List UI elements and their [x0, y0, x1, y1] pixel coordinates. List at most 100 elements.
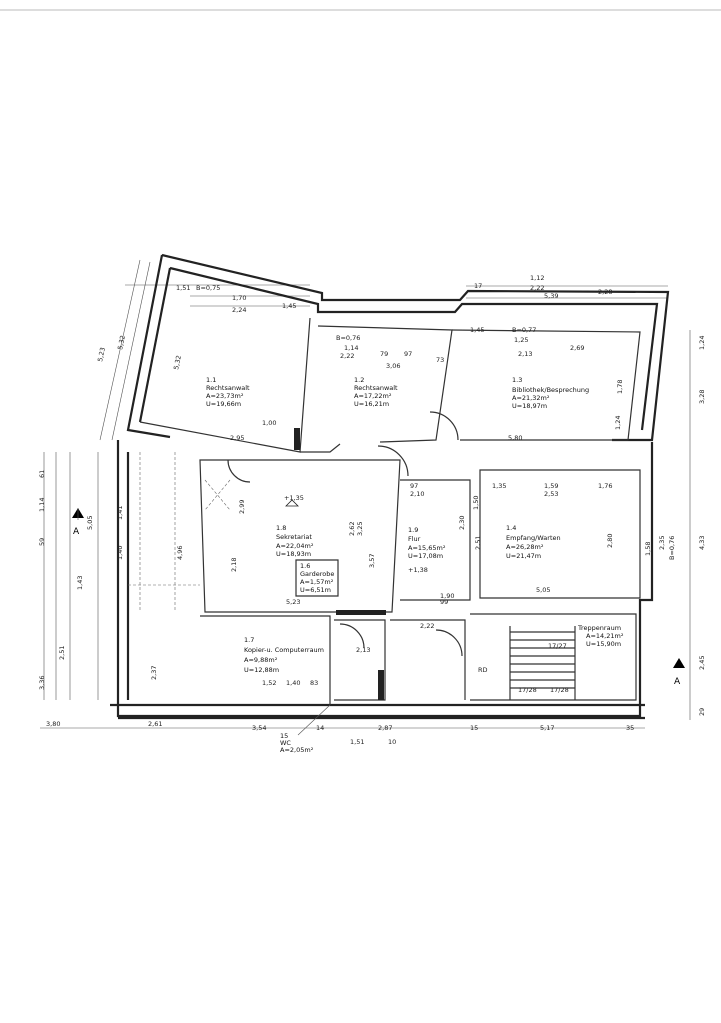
door-swings — [227, 411, 463, 700]
dim-top-1: 1,51 — [176, 284, 190, 292]
room-1-9-area: A=15,65m² — [408, 544, 446, 552]
dim-int-17: 1,40 — [286, 679, 300, 687]
room-1-7-name: Kopier-u. Computerraum — [244, 646, 324, 654]
dim-left-10: 2,51 — [58, 646, 66, 660]
section-arrow-right-icon — [673, 658, 685, 668]
room-1-6-perimeter: U=6,51m — [300, 586, 331, 594]
dim-left-2: 5,32 — [116, 335, 127, 351]
room-stair-name: Treppenraum — [577, 624, 621, 632]
dim-int-9: 2,18 — [230, 558, 238, 572]
dim-top-5: 17 — [474, 282, 482, 290]
dim-top-7: 2,22 — [530, 284, 544, 292]
stair-label-2: 17/28 — [518, 686, 537, 694]
room-1-3-number: 1.3 — [512, 376, 522, 384]
dim-top-2: 1,70 — [232, 294, 246, 302]
dim-int-26: 2,35 — [658, 536, 666, 550]
dim-top-17: 79 — [380, 350, 388, 358]
dim-top-16: 2,22 — [340, 352, 354, 360]
room-1-3-area: A=21,32m² — [512, 394, 550, 402]
dim-top-14: 5,80 — [508, 434, 522, 442]
interior-walls — [128, 317, 641, 705]
dim-top-15: 1,14 — [344, 344, 358, 352]
dim-right-3: 29 — [698, 708, 706, 716]
room-labels: 1.1 Rechtsanwalt A=23,73m² U=19,66m 1.2 … — [206, 376, 624, 754]
dim-int-8: 2,99 — [238, 500, 246, 514]
dim-int-25: 1,58 — [644, 542, 652, 556]
dim-bottom-6: 15 — [470, 724, 478, 732]
room-1-2-name: Rechtsanwalt — [354, 384, 398, 392]
dim-right-2: 2,45 — [698, 656, 706, 670]
room-1-1-perimeter: U=19,66m — [206, 400, 241, 408]
dim-top-12: 2,13 — [518, 350, 532, 358]
room-1-9-number: 1.9 — [408, 526, 418, 534]
label-window-2: B=0,76 — [336, 334, 360, 342]
room-1-1-area: A=23,73m² — [206, 392, 244, 400]
room-wc-name: WC — [280, 739, 291, 747]
dim-top-9: 2,28 — [598, 288, 612, 296]
room-1-4-name: Empfang/Warten — [506, 534, 561, 542]
dim-int-13: 5,23 — [286, 598, 300, 606]
label-window-4: B=0,76 — [668, 536, 676, 560]
dim-top-6: 1,12 — [530, 274, 544, 282]
dim-top-8: 5,39 — [544, 292, 558, 300]
dim-top-18: 97 — [404, 350, 412, 358]
dim-int-22: 2,22 — [420, 622, 434, 630]
dim-left-7: 1,40 — [116, 546, 124, 560]
section-mark-left: A — [73, 527, 80, 537]
dim-bottom-5: 2,87 — [378, 724, 392, 732]
dim-left-11: 61 — [38, 470, 46, 478]
room-1-2-area: A=17,22m² — [354, 392, 392, 400]
section-marks: A A — [72, 508, 685, 687]
dim-left-1: 5,23 — [96, 347, 107, 363]
room-1-1-name: Rechtsanwalt — [206, 384, 250, 392]
dimensions-bottom: 3,80 2,61 3,54 14 2,87 15 5,17 35 1,51 1… — [46, 720, 634, 746]
level-sekretariat: +1,35 — [284, 494, 304, 502]
stairs: 17/27 17/28 17/28 — [509, 626, 576, 700]
dim-top-10: 1,45 — [470, 326, 484, 334]
dim-int-21: 1,90 — [440, 592, 454, 600]
dim-int-5: 2,80 — [606, 534, 614, 548]
dim-bottom-10: 10 — [388, 738, 396, 746]
room-1-2-number: 1.2 — [354, 376, 364, 384]
dim-left-5: 5,05 — [86, 516, 94, 530]
dim-int-24: 1,50 — [472, 496, 480, 510]
dim-right-5: 1,24 — [698, 336, 706, 350]
dim-left-4: 4,96 — [176, 546, 184, 560]
room-1-7-area: A=9,88m² — [244, 656, 278, 664]
room-1-1-number: 1.1 — [206, 376, 216, 384]
dim-right-1: 4,33 — [698, 536, 706, 550]
dim-int-10: 2,62 — [348, 522, 356, 536]
dim-top-4: 1,45 — [282, 302, 296, 310]
dim-int-14: 2,95 — [230, 434, 244, 442]
level-flur: +1,38 — [408, 566, 428, 574]
room-wc-number: 15 — [280, 732, 288, 740]
level-triangle-icon — [285, 499, 299, 507]
dim-bottom-7: 5,17 — [540, 724, 554, 732]
dim-right-4: 3,28 — [698, 390, 706, 404]
dim-int-7: 2,30 — [458, 516, 466, 530]
section-mark-right: A — [674, 677, 681, 687]
room-1-4-area: A=26,28m² — [506, 543, 544, 551]
dim-int-23: 2,51 — [474, 536, 482, 550]
dim-int-6: 5,05 — [536, 586, 550, 594]
dim-left-6: 1,41 — [116, 506, 124, 520]
dim-left-9: 2,37 — [150, 666, 158, 680]
dim-left-14: 3,36 — [38, 676, 46, 690]
dim-int-19: 2,13 — [356, 646, 370, 654]
dim-int-27: 1,78 — [616, 380, 624, 394]
room-1-4-number: 1.4 — [506, 524, 516, 532]
room-1-9-name: Flur — [408, 535, 421, 543]
room-1-9-perimeter: U=17,08m — [408, 552, 443, 560]
room-stair-perimeter: U=15,90m — [586, 640, 621, 648]
dim-left-8: 1,43 — [76, 576, 84, 590]
room-1-8-area: A=22,04m² — [276, 542, 314, 550]
dimensions-left: 5,23 5,32 5,32 4,96 5,05 1,41 1,40 1,43 … — [38, 335, 184, 690]
room-1-7-number: 1.7 — [244, 636, 254, 644]
room-1-6-number: 1.6 — [300, 562, 310, 570]
dim-bottom-2: 2,61 — [148, 720, 162, 728]
dim-int-3: 2,53 — [544, 490, 558, 498]
dimensions-right: 4,33 2,45 29 3,28 1,24 — [698, 336, 706, 716]
dim-int-16: 1,52 — [262, 679, 276, 687]
dim-bottom-4: 14 — [316, 724, 324, 732]
dim-top-19: 3,06 — [386, 362, 400, 370]
